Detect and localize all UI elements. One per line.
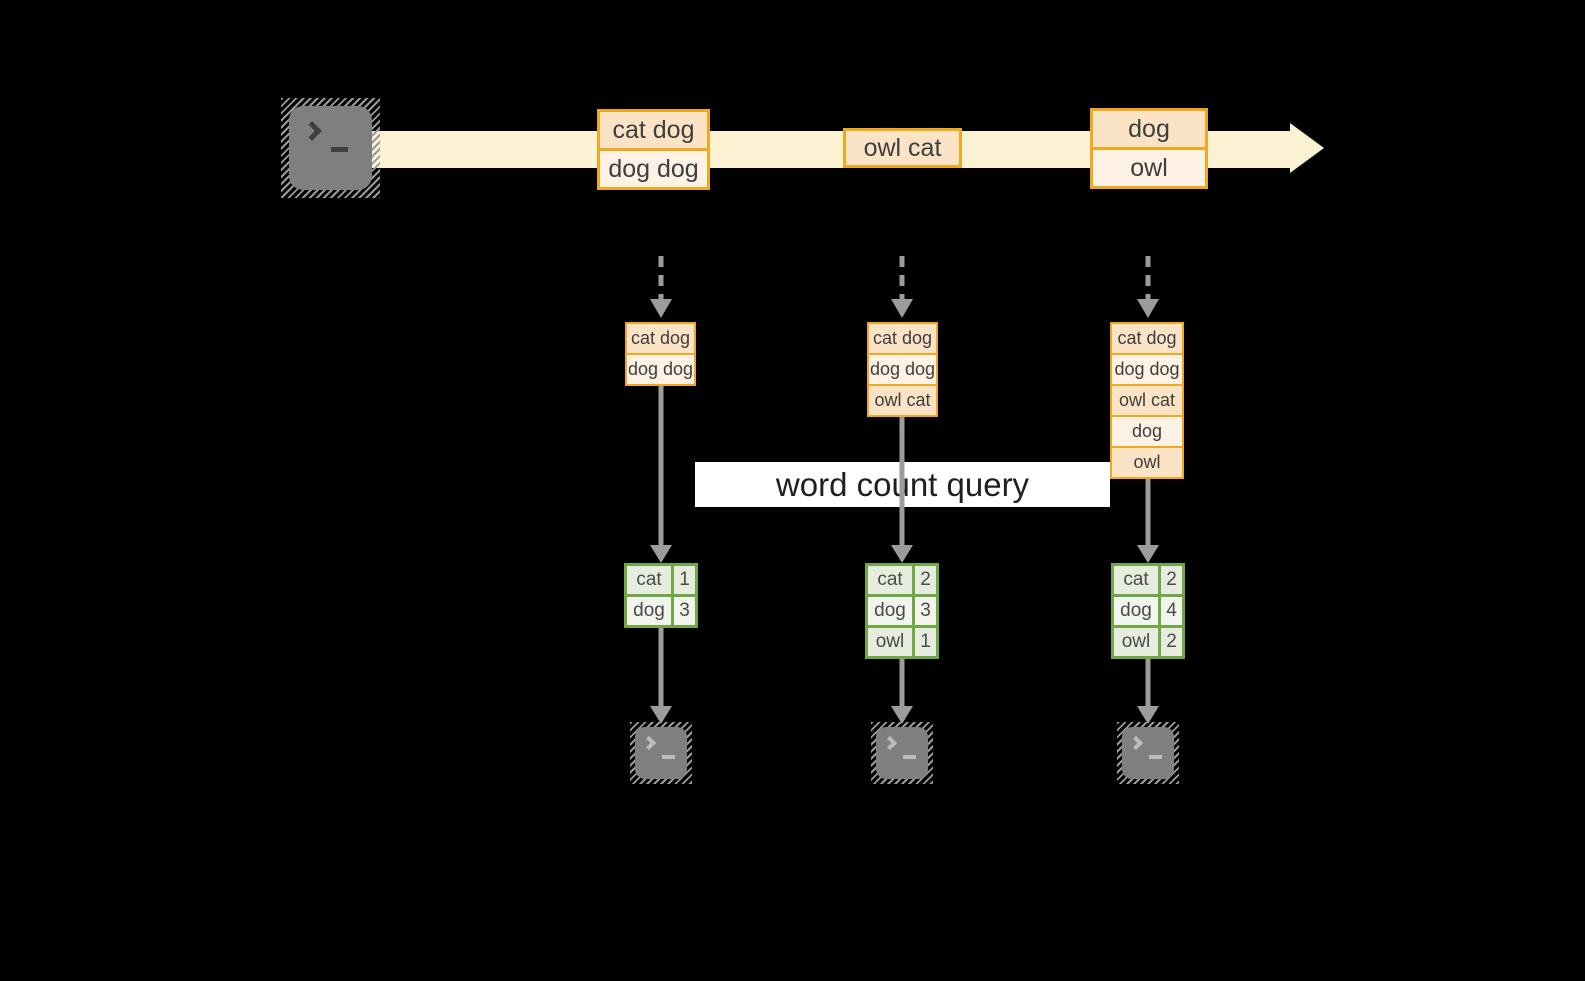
stream-message: dog dog bbox=[597, 148, 710, 190]
stream-message: owl cat bbox=[843, 128, 962, 168]
count-cell: 3 bbox=[915, 597, 936, 625]
event-row: dog dog bbox=[625, 353, 696, 386]
terminal-prompt-icon bbox=[1128, 735, 1144, 751]
event-row: cat dog bbox=[867, 322, 938, 355]
terminal-body bbox=[876, 727, 928, 779]
query-arrow-2 bbox=[891, 417, 913, 563]
ingest-arrow-1 bbox=[650, 256, 672, 318]
terminal-cursor-icon bbox=[903, 755, 916, 759]
count-cell: 4 bbox=[1161, 597, 1182, 625]
word-cell: dog bbox=[627, 597, 671, 625]
ingest-arrow-2 bbox=[891, 256, 913, 318]
ingest-arrow-3 bbox=[1137, 256, 1159, 318]
event-window-3: cat dog dog dog owl cat dog owl bbox=[1110, 322, 1184, 479]
word-cell: cat bbox=[627, 566, 671, 594]
event-row: dog dog bbox=[867, 353, 938, 386]
source-terminal-icon bbox=[281, 98, 380, 198]
stream-batch-2: owl cat bbox=[843, 128, 962, 168]
count-cell: 2 bbox=[915, 566, 936, 594]
terminal-cursor-icon bbox=[662, 755, 675, 759]
consumer-terminal-icon-3 bbox=[1117, 722, 1179, 784]
stream-message: owl bbox=[1090, 147, 1208, 189]
event-row: dog dog bbox=[1110, 353, 1184, 386]
event-row: cat dog bbox=[625, 322, 696, 355]
terminal-cursor-icon bbox=[1149, 755, 1162, 759]
event-row: owl cat bbox=[867, 384, 938, 417]
count-cell: 1 bbox=[915, 628, 936, 656]
output-arrow-1 bbox=[650, 628, 672, 724]
query-arrow-1 bbox=[650, 386, 672, 563]
count-cell: 1 bbox=[674, 566, 695, 594]
event-window-2: cat dog dog dog owl cat bbox=[867, 322, 938, 417]
output-arrow-2 bbox=[891, 659, 913, 724]
terminal-cursor-icon bbox=[331, 147, 348, 152]
word-cell: cat bbox=[868, 566, 912, 594]
count-cell: 2 bbox=[1161, 628, 1182, 656]
count-cell: 2 bbox=[1161, 566, 1182, 594]
count-cell: 3 bbox=[674, 597, 695, 625]
event-row: owl cat bbox=[1110, 384, 1184, 417]
event-row: cat dog bbox=[1110, 322, 1184, 355]
terminal-body bbox=[1122, 727, 1174, 779]
count-table-1: cat 1 dog 3 bbox=[624, 563, 698, 628]
count-table-3: cat 2 dog 4 owl 2 bbox=[1111, 563, 1185, 659]
query-arrow-3 bbox=[1137, 479, 1159, 563]
word-cell: cat bbox=[1114, 566, 1158, 594]
word-cell: dog bbox=[868, 597, 912, 625]
event-row: owl bbox=[1110, 446, 1184, 479]
event-row: dog bbox=[1110, 415, 1184, 448]
word-cell: owl bbox=[868, 628, 912, 656]
stream-message: dog bbox=[1090, 108, 1208, 150]
terminal-prompt-icon bbox=[882, 735, 898, 751]
word-cell: owl bbox=[1114, 628, 1158, 656]
terminal-body bbox=[635, 727, 687, 779]
stream-batch-1: cat dog dog dog bbox=[597, 109, 710, 190]
output-arrow-3 bbox=[1137, 659, 1159, 724]
count-table-2: cat 2 dog 3 owl 1 bbox=[865, 563, 939, 659]
stream-message: cat dog bbox=[597, 109, 710, 151]
consumer-terminal-icon-2 bbox=[871, 722, 933, 784]
terminal-prompt-icon bbox=[302, 121, 322, 141]
terminal-prompt-icon bbox=[641, 735, 657, 751]
event-stream-arrowhead bbox=[1290, 123, 1324, 173]
stream-batch-3: dog owl bbox=[1090, 108, 1208, 189]
consumer-terminal-icon-1 bbox=[630, 722, 692, 784]
event-window-1: cat dog dog dog bbox=[625, 322, 696, 386]
word-cell: dog bbox=[1114, 597, 1158, 625]
terminal-body bbox=[289, 106, 372, 190]
